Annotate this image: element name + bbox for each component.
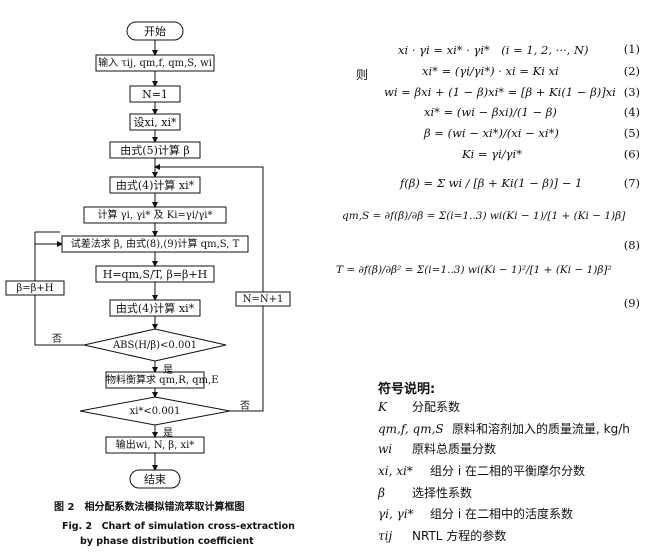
calc-xstar2-label: 由式(4)计算 xi* — [115, 302, 195, 315]
symbol-item: xi, xi*组分 i 在二相的平衡摩尔分数 — [378, 464, 585, 478]
update-label: H=qm,S/T, β=β+H — [102, 268, 208, 281]
flowchart-lines — [5, 21, 291, 489]
cond2-yes-label: 是 — [163, 428, 173, 439]
caption-en-1: Fig. 2 Chart of simulation cross-extract… — [62, 521, 295, 532]
output-label: 输出wi, N, β, xi* — [115, 440, 195, 451]
n1-label: N=1 — [142, 88, 168, 101]
end-label: 结束 — [144, 473, 166, 486]
cond2-no-label: 否 — [240, 401, 250, 412]
n-update-label: N=N+1 — [242, 294, 284, 305]
balance-label: 物料衡算求 qm,R, qm,E — [106, 375, 219, 386]
start-label: 开始 — [144, 25, 166, 38]
input-label: 输入 τij, qm,f, qm,S, wi — [98, 58, 212, 69]
symbols-title: 符号说明: — [378, 382, 436, 397]
calc-gamma-label: 计算 γi, γi* 及 Ki=γi/γi* — [97, 210, 213, 221]
calc-xstar-label: 由式(4)计算 xi* — [115, 179, 195, 192]
cond2-label: xi*<0.001 — [129, 406, 181, 417]
caption-cn: 图 2 相分配系数法模拟错流萃取计算框图 — [54, 502, 245, 513]
cond1-yes-label: 是 — [163, 365, 173, 376]
calc-beta-label: 由式(5)计算 β — [120, 144, 190, 157]
set-x-label: 设xi, xi* — [133, 116, 177, 129]
cond1-no-label: 否 — [52, 334, 62, 345]
trial-label: 试差法求 β, 由式(8),(9)计算 qm,S, T — [70, 239, 240, 250]
beta-update-label: β=β+H — [16, 283, 54, 294]
symbol-item: γi, γi*组分 i 在二相中的活度系数 — [378, 507, 573, 521]
flowchart: 开始 输入 τij, qm,f, qm,S, wi N=1 设xi, xi* 由… — [0, 0, 320, 557]
caption-en-2: by phase distribution coefficient — [80, 536, 254, 547]
ze-label: 则 — [356, 68, 369, 82]
cond1-label: ABS(H/β)<0.001 — [112, 340, 198, 351]
